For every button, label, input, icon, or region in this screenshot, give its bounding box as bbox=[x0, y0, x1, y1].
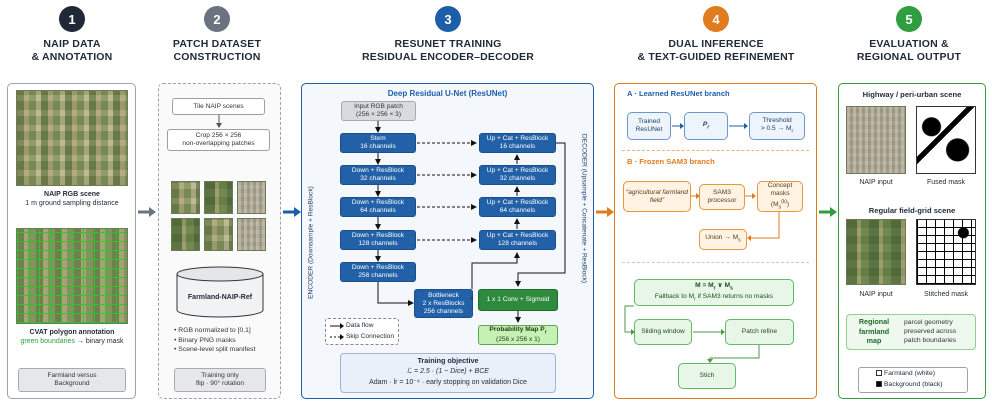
patch-thumbnail bbox=[237, 218, 266, 251]
legend-skip: Skip Connection bbox=[346, 333, 395, 340]
patch-thumbnail bbox=[171, 218, 200, 251]
dataset-cylinder-icon bbox=[176, 266, 264, 318]
branch-b-arrows bbox=[691, 193, 780, 241]
patch-thumbnail bbox=[237, 181, 266, 214]
stage-1-badge: 1 bbox=[59, 6, 85, 32]
stage-5-badge: 5 bbox=[896, 6, 922, 32]
merge-flow-arrows bbox=[624, 305, 760, 363]
legend-background: Background (black) bbox=[876, 381, 943, 388]
legend-data-flow: Data flow bbox=[346, 322, 374, 329]
highway-naip-image bbox=[846, 106, 906, 174]
bullet-item: • Binary PNG masks bbox=[174, 336, 236, 344]
tile-scenes-box: Tile NAIP scenes bbox=[172, 98, 265, 115]
stitch-box: Stich bbox=[678, 363, 736, 389]
stage-5-title: EVALUATION &REGIONAL OUTPUT bbox=[856, 38, 962, 63]
bullet-item: • RGB normalized to [0,1] bbox=[174, 327, 251, 334]
objective-title: Training objective bbox=[417, 356, 479, 365]
grid-naip-image bbox=[846, 219, 906, 285]
branch-b-title: B · Frozen SAM3 branch bbox=[627, 157, 715, 166]
arrow-stage4-to-5 bbox=[819, 207, 837, 217]
patch-refine-box: Patch refine bbox=[725, 319, 794, 345]
cvat-caption: CVAT polygon annotation bbox=[29, 329, 115, 336]
grid-title: Regular field-grid scene bbox=[868, 206, 956, 215]
parcel-note: parcel geometry preserved across patch b… bbox=[904, 319, 957, 344]
arrow-stage1-to-2 bbox=[138, 207, 156, 217]
conv-sigmoid-block: 1 x 1 Conv + Sigmoid bbox=[478, 289, 558, 311]
naip-rgb-scene-image bbox=[16, 90, 128, 186]
highway-title: Highway / peri-urban scene bbox=[862, 90, 962, 99]
stage-1-title: NAIP DATA& ANNOTATION bbox=[31, 38, 113, 63]
regional-map-box bbox=[846, 314, 976, 350]
cvat-sub: green boundaries → binary mask bbox=[20, 338, 124, 345]
bullet-item: • Scene-level split manifest bbox=[174, 346, 256, 353]
threshold-box: Threshold > 0.5 → Mr bbox=[749, 112, 805, 140]
objective-loss: ℒ = 2.5 · (1 − Dice) + BCE bbox=[407, 368, 489, 375]
legend-arrows bbox=[330, 323, 344, 340]
sam3-processor-box: SAM3 processor bbox=[699, 184, 745, 210]
resunet-flow-arrows bbox=[375, 121, 566, 323]
dataset-name: Farmland-NAIP-Ref bbox=[187, 294, 253, 301]
objective-optimizer: Adam · lr = 10⁻⁴ · early stopping on val… bbox=[369, 379, 527, 386]
branch-a-title: A · Learned ResUNet branch bbox=[627, 89, 730, 98]
grid-stitched-mask-image bbox=[916, 219, 976, 285]
probability-map-box: Probability Map Pr (256 x 256 x 1) bbox=[478, 325, 558, 345]
legend-white-swatch bbox=[876, 370, 882, 376]
naip-rgb-caption: NAIP RGB scene bbox=[44, 191, 100, 198]
stage-4-badge: 4 bbox=[703, 6, 729, 32]
dataset-bullets: • RGB normalized to [0,1] • Binary PNG m… bbox=[174, 326, 279, 355]
highway-fused-mask-image bbox=[916, 106, 976, 174]
naip-rgb-sub: 1 m ground sampling distance bbox=[25, 200, 119, 207]
pr-box: Pr bbox=[684, 112, 728, 140]
union-box: Union → Ms bbox=[699, 229, 747, 250]
merge-divider bbox=[622, 262, 809, 263]
patch-thumbnail bbox=[171, 181, 200, 214]
stage-2-badge: 2 bbox=[204, 6, 230, 32]
resunet-heading: Deep Residual U-Net (ResUNet) bbox=[387, 89, 508, 98]
classes-box: Farmland versus Background bbox=[18, 368, 126, 392]
grid-naip-label: NAIP input bbox=[859, 291, 893, 298]
patch-thumbnail bbox=[204, 218, 233, 251]
patch-thumbnail bbox=[204, 181, 233, 214]
branch-a-arrows bbox=[672, 123, 748, 129]
merge-box: M = Mr ∨ Ms Fallback to Mr if SAM3 retur… bbox=[634, 279, 794, 306]
highway-naip-label: NAIP input bbox=[859, 179, 893, 186]
branch-divider bbox=[622, 150, 809, 151]
cvat-annotation-image bbox=[16, 228, 128, 324]
arrow-stage2-to-3 bbox=[283, 207, 301, 217]
stage-4-title: DUAL INFERENCE& TEXT-GUIDED REFINEMENT bbox=[637, 38, 795, 63]
flow-legend bbox=[325, 318, 399, 345]
legend-black-swatch bbox=[876, 381, 882, 387]
arrow-stage3-to-4 bbox=[596, 207, 614, 217]
trained-resunet-box: Trained ResUNet bbox=[627, 112, 671, 140]
training-objective-box bbox=[340, 353, 556, 393]
sliding-window-box: Sliding window bbox=[634, 319, 692, 345]
legend-farmland: Farmland (white) bbox=[876, 370, 935, 377]
input-patch-box: Input RGB patch(256 × 256 × 3) bbox=[341, 101, 416, 121]
grid-mask-label: Stitched mask bbox=[924, 291, 968, 298]
prompt-box: “agricultural farmland field” bbox=[623, 181, 691, 212]
stage-3-badge: 3 bbox=[435, 6, 461, 32]
arrow-tile-to-crop bbox=[216, 115, 222, 128]
highway-mask-label: Fused mask bbox=[926, 179, 966, 186]
